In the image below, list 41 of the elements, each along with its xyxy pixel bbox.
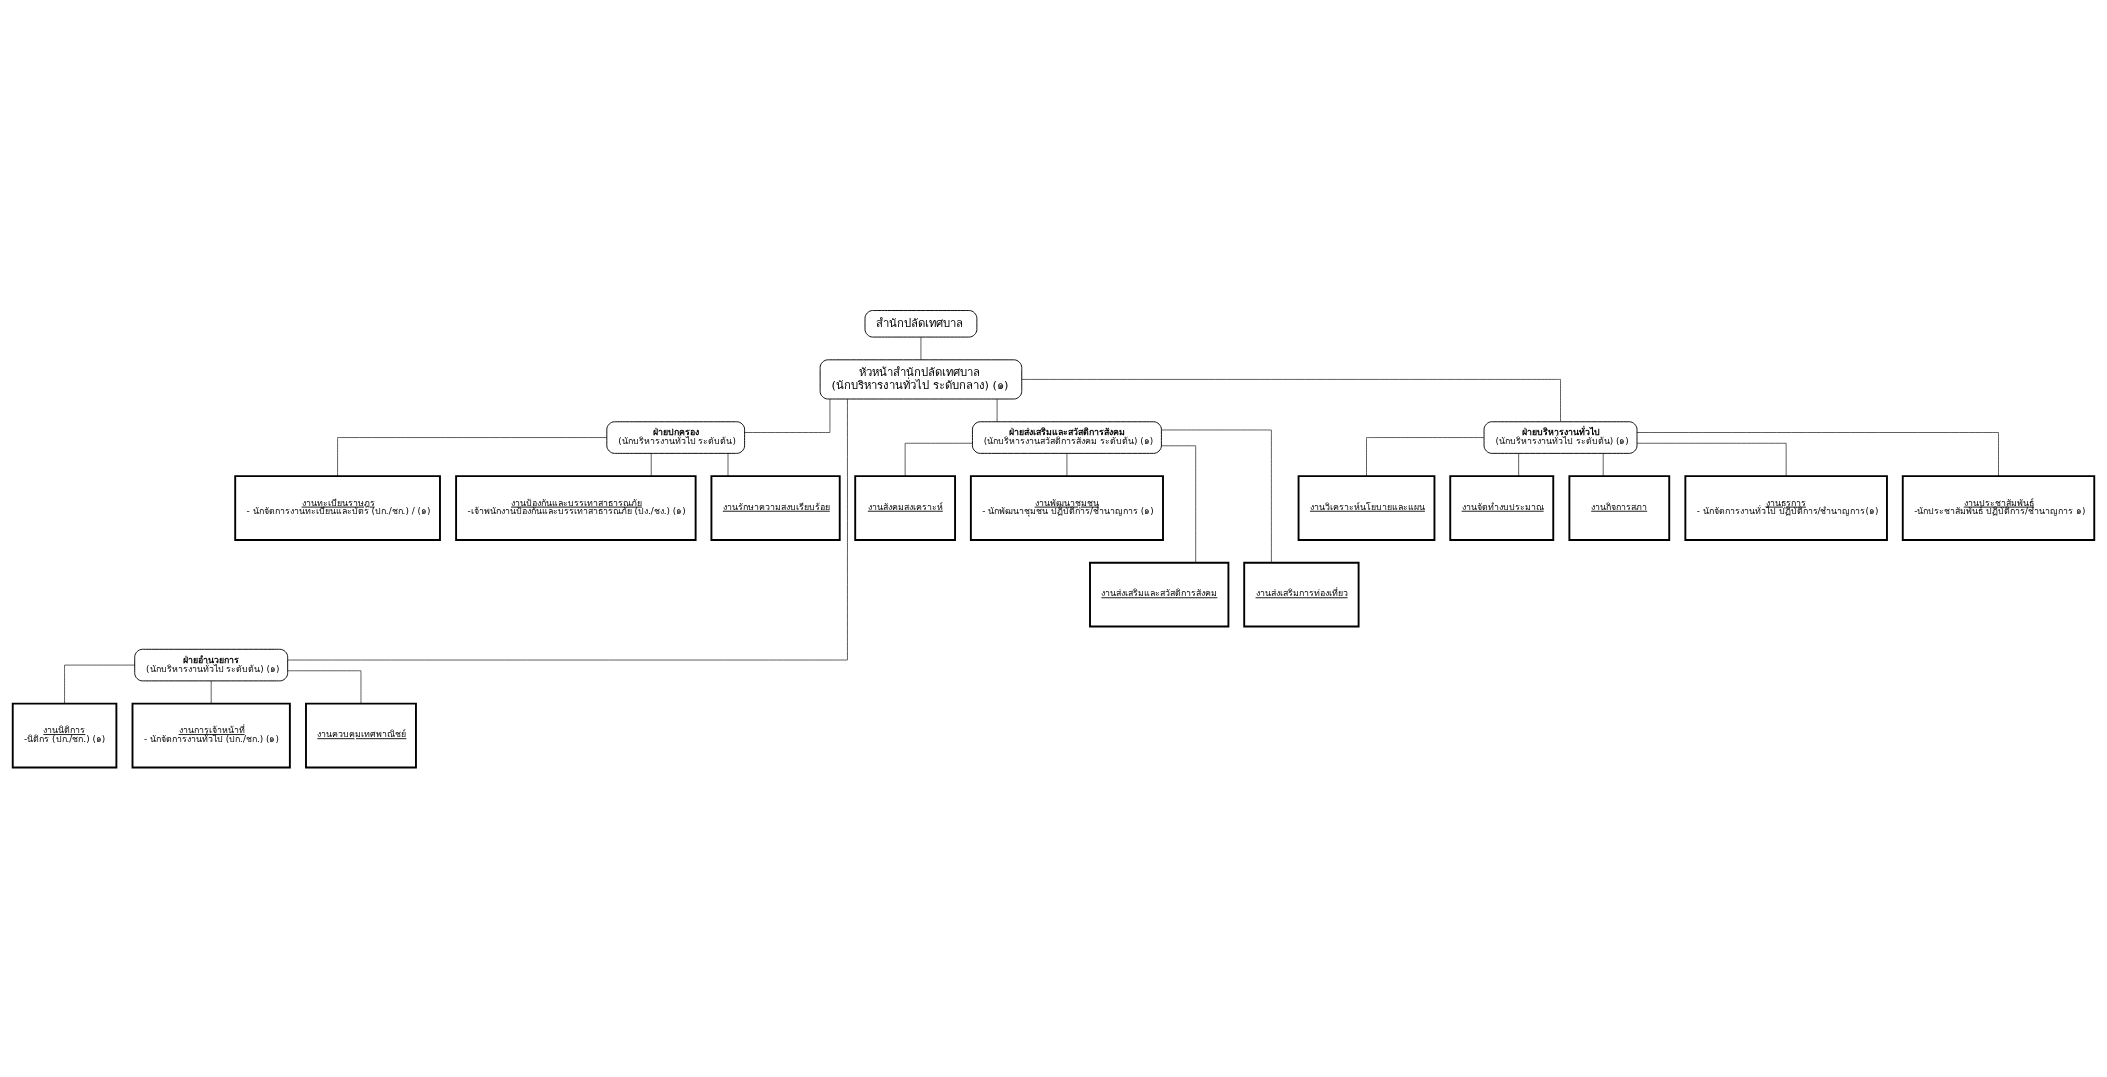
node-box: งานวิเคราะห์นโยบายและแผน (1297, 474, 1436, 541)
connector (1636, 442, 1787, 476)
connector (210, 680, 212, 704)
node-box: งานสังคมสงเคราะห์ (854, 474, 956, 541)
node-box: งานส่งเสริมและสวัสดิการสังคม (1089, 561, 1230, 627)
connector (744, 398, 831, 433)
node-box: งานธุรการ - นักจัดการงานทั่วไป ปฏิบัติการ/ชำนาญการ(๑) (1684, 474, 1888, 541)
connector (1518, 452, 1519, 476)
connector (1021, 378, 1561, 422)
connector (287, 398, 848, 660)
connector (1602, 452, 1604, 476)
connector (920, 336, 922, 360)
node-box: ฝ่ายปกครอง (นักบริหารงานทั่วไป ระดับต้น) (606, 420, 746, 454)
node-box: งานป้องกันและบรรเทาสาธารณภัย -เจ้าพนักงานป้องกันและบรรเทาสาธารณภัย (ปง./ชง.) (๑) (455, 474, 697, 541)
node-box: ฝ่ายอำนวยการ (นักบริหารงานทั่วไป ระดับต้น) (๑) (134, 648, 289, 681)
connector (287, 669, 362, 704)
connector (727, 452, 729, 476)
node-box: งานส่งเสริมการท่องเที่ยว (1243, 561, 1360, 627)
node-box: งานรักษาความสงบเรียบร้อย (710, 474, 841, 541)
node-box: งานกิจการสภา (1568, 474, 1671, 541)
node-box: งานการเจ้าหน้าที่ - นักจัดการงานทั่วไป (ปก./ชก.) (๑) (131, 702, 291, 768)
connector (1161, 429, 1272, 563)
connector (337, 436, 607, 476)
connector (1161, 444, 1196, 563)
node-box: งานทะเบียนราษฎร - นักจัดการงานทะเบียนและบัตร (ปก./ชก.) / (๑) (234, 474, 441, 541)
node-box: งานจัดทำงบประมาณ (1449, 474, 1555, 541)
connector (64, 664, 135, 704)
connector (1366, 436, 1485, 476)
node-box: ฝ่ายบริหารงานทั่วไป (นักบริหารงานทั่วไป ระดับต้น) (๑) (1483, 420, 1638, 454)
node-box: งานประชาสัมพันธ์ -นักประชาสัมพันธ์ ปฏิบัติการ/ชำนาญการ ๑) (1901, 474, 2096, 541)
node-box: ฝ่ายส่งเสริมและสวัสดิการสังคม (นักบริหารงานสวัสดิการสังคม ระดับต้น) (๑) (971, 420, 1162, 454)
connector (1066, 452, 1068, 476)
node-box: งานนิติการ -นิติกร (ปก./ชก.) (๑) (11, 702, 118, 768)
connector (650, 452, 652, 476)
connector (996, 398, 998, 422)
node-box: งานพัฒนาชุมชน - นักพัฒนาชุมชน ปฏิบัติการ/ชำนาญการ (๑) (969, 474, 1164, 541)
connector (904, 442, 973, 476)
node-box: หัวหน้าสำนักปลัดเทศบาล (นักบริหารงานทั่วไป ระดับกลาง) (๑) (819, 358, 1023, 399)
node-box: สำนักปลัดเทศบาล (864, 309, 978, 338)
node-box: งานควบคุมเทศพาณิชย์ (305, 702, 417, 768)
connector (1636, 431, 1999, 476)
